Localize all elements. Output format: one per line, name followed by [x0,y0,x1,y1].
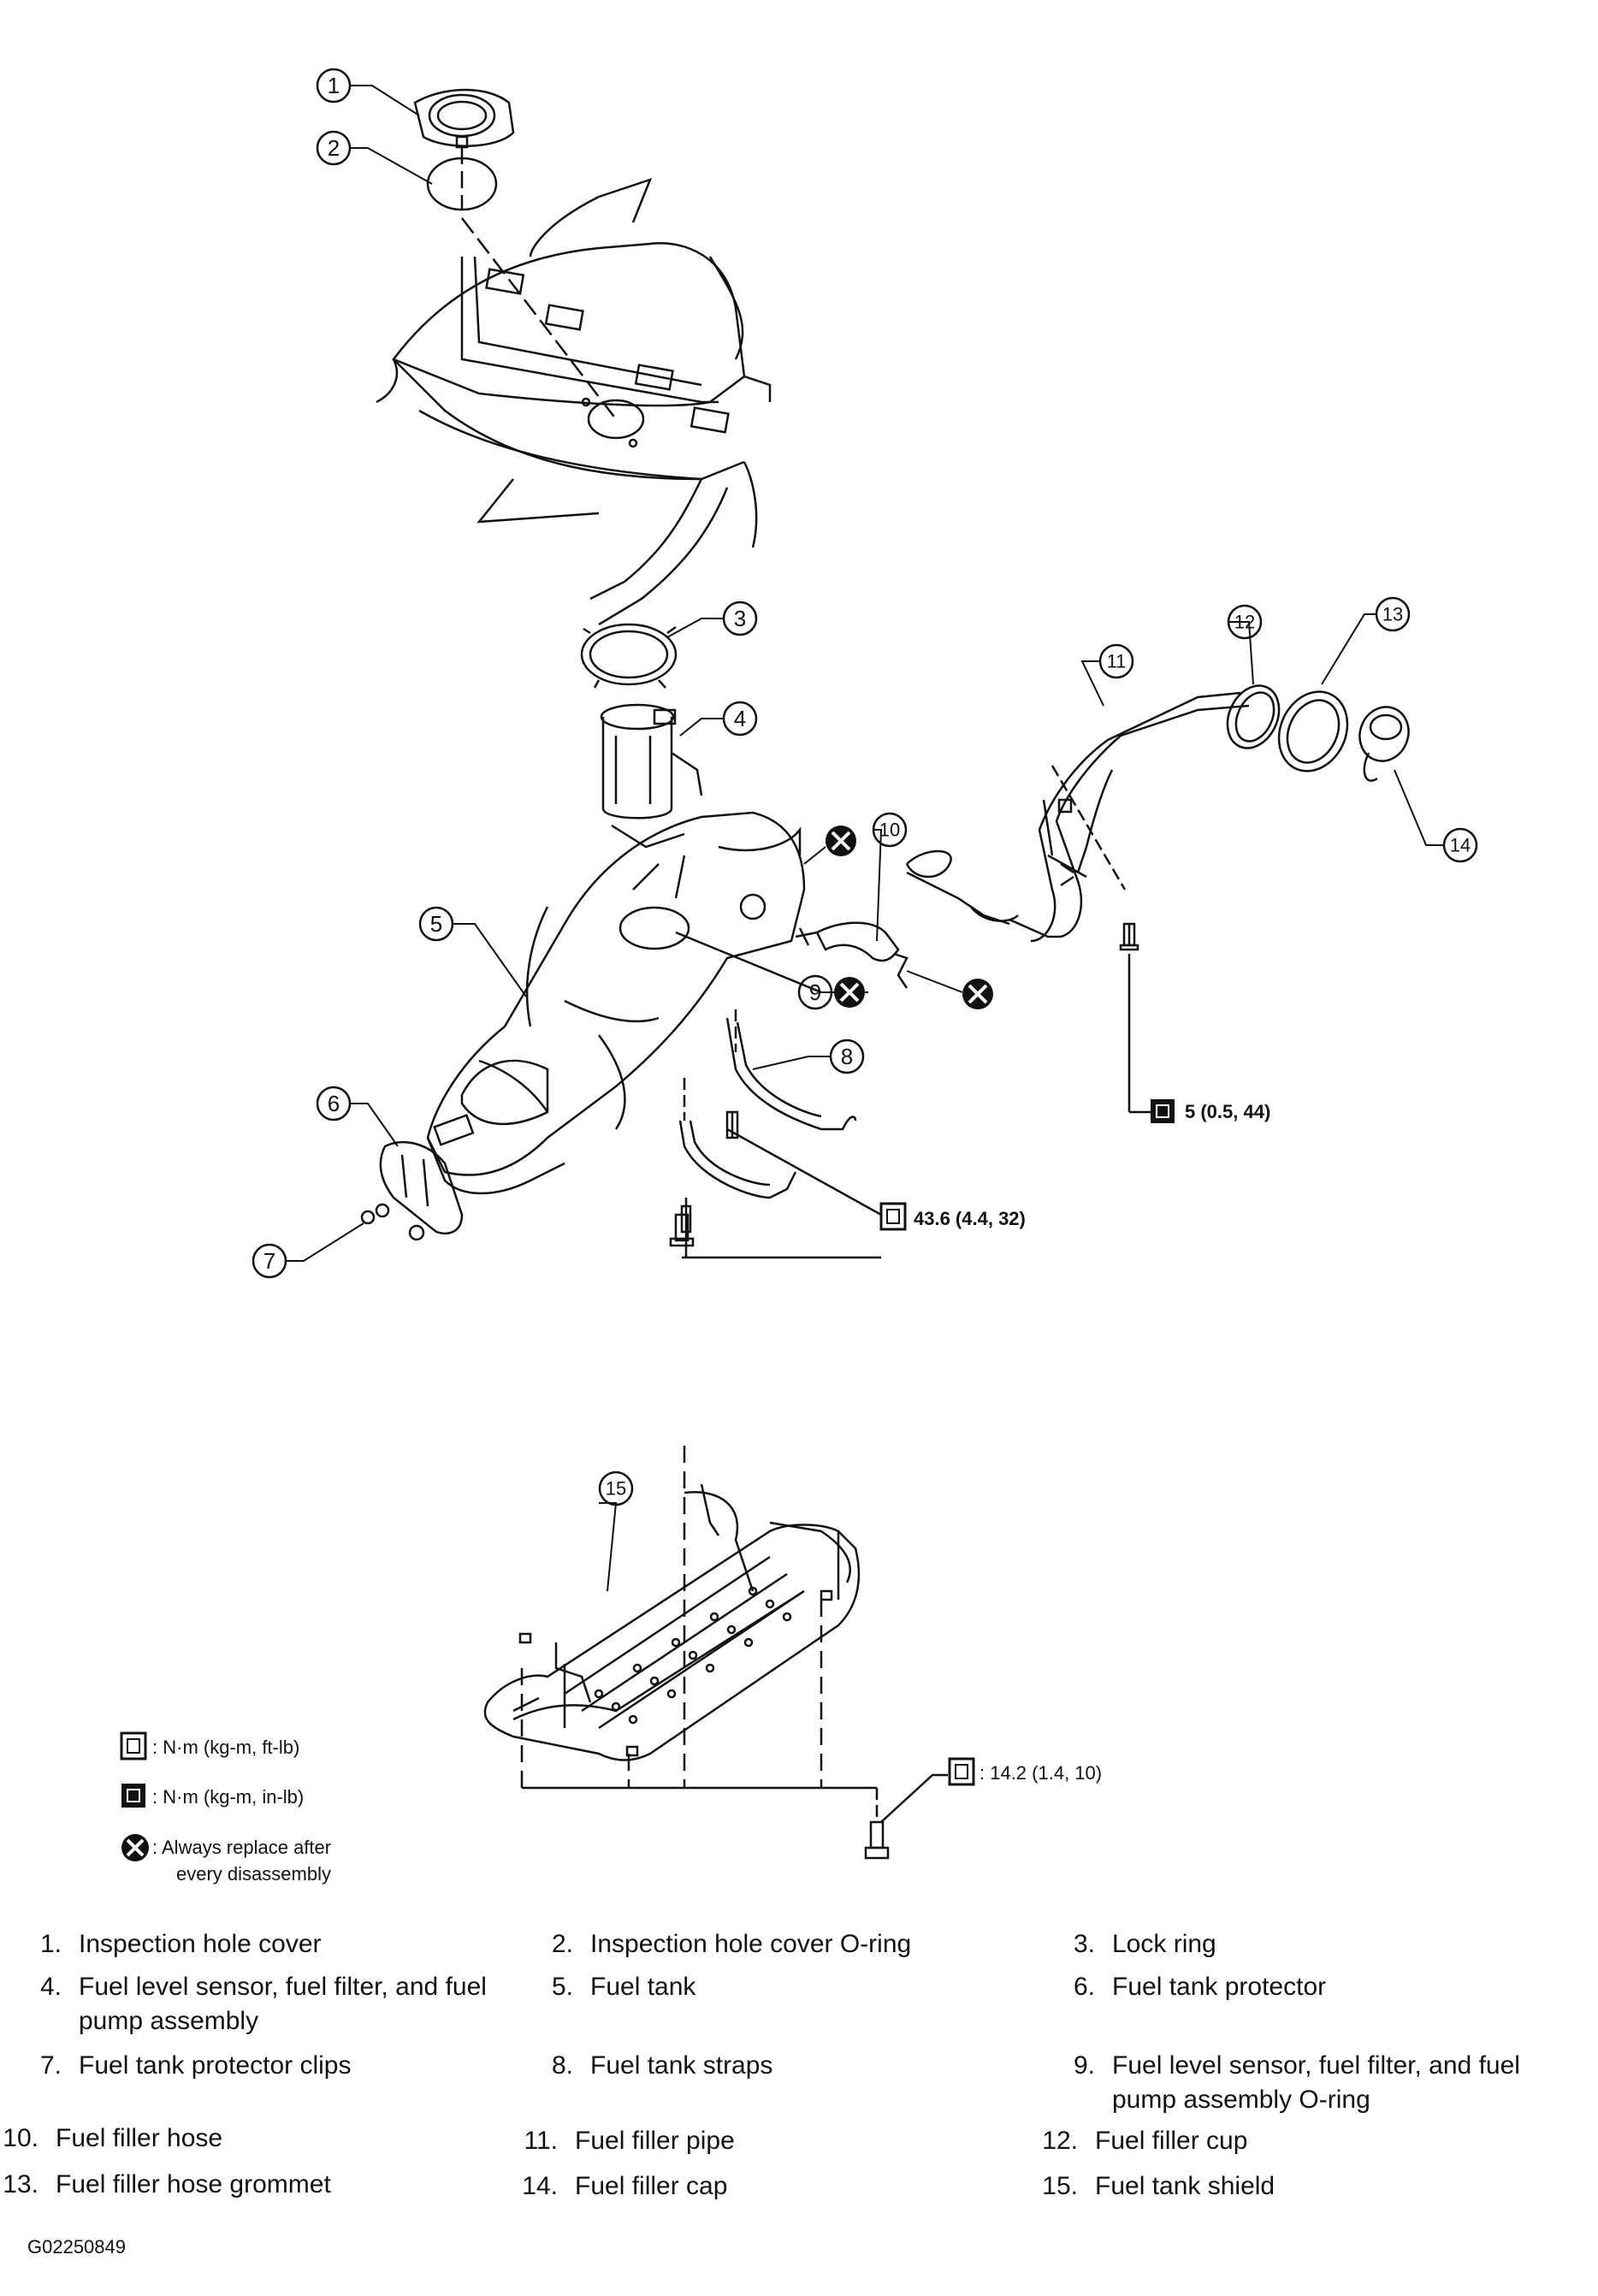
fuel-tank-protector-clips [362,1204,423,1240]
callout-1-label: 1 [328,73,340,98]
callout-13 [1376,598,1409,630]
legend-inlb: : N·m (kg-m, in-lb) [121,1784,304,1808]
torque-ftlb-icon [121,1733,145,1759]
legend: : N·m (kg-m, ft-lb) : N·m (kg-m, in-lb) … [121,1733,331,1885]
o-ring-9 [676,932,821,992]
callout-11-label: 11 [1107,651,1127,672]
callout-3-label: 3 [734,606,746,631]
torque-shield-bolt-value: : 14.2 (1.4, 10) [980,1762,1102,1784]
callout-12 [1228,606,1261,638]
replace-icon [834,977,865,1008]
torque-filler-bolt-value: 5 (0.5, 44) [1185,1101,1270,1122]
replace-icon [826,825,856,856]
strap-bolt [671,1129,881,1257]
callout-14-label: 14 [1450,835,1471,856]
fuel-tank-shield [485,1484,859,1760]
breather-hose [907,851,1061,937]
callout-2-label: 2 [328,135,340,161]
callout-12-label: 12 [1234,612,1255,633]
legend-inlb-text: : N·m (kg-m, in-lb) [152,1786,304,1808]
callout-leaders [287,86,1443,1591]
filler-pipe-bolt [1121,924,1151,1112]
callout-circles [253,69,1477,1505]
callout-14 [1444,829,1477,861]
callout-10-label: 10 [879,820,900,841]
replace-icon [962,979,993,1009]
body-floor-drawing [376,180,770,624]
callout-10 [873,814,906,846]
fuel-filler-cap [1352,700,1417,780]
callout-6 [317,1087,350,1120]
callout-2 [317,132,350,164]
callout-1 [317,69,350,102]
fuel-filler-hose [796,923,907,988]
callout-13-label: 13 [1382,604,1403,625]
torque-ftlb-icon [881,1204,905,1229]
fuel-tank [428,813,804,1193]
torque-strap-bolt: 43.6 (4.4, 32) [881,1204,1026,1229]
figure-code: G02250849 [27,2236,126,2258]
shield-dash-lines [522,1446,821,1788]
callout-9 [799,976,832,1009]
torque-filler-bolt: 5 (0.5, 44) [1151,1099,1270,1123]
shield-bolt [522,1775,948,1858]
callout-5 [420,908,453,940]
callout-8 [831,1040,863,1073]
legend-ftlb-text: : N·m (kg-m, ft-lb) [152,1737,299,1758]
lock-ring [582,624,676,688]
fuel-filler-hose-grommet [1266,680,1359,782]
fuel-tank-straps [680,1009,855,1257]
fuel-tank-protector [381,1142,462,1234]
legend-replace-line2: every disassembly [176,1863,331,1885]
callout-15-label: 15 [606,1478,626,1500]
callout-11 [1100,645,1133,678]
fuel-pump-assembly [601,705,701,847]
callout-4 [724,702,756,735]
callout-7 [253,1245,286,1277]
legend-replace: : Always replace after every disassembly [121,1834,331,1885]
callout-4-label: 4 [734,706,746,731]
legend-replace-line1: : Always replace after [152,1837,331,1858]
torque-inlb-icon [121,1784,145,1808]
callout-3 [724,602,756,635]
callout-9-label: 9 [809,979,821,1005]
inspection-hole-cover [415,90,513,147]
torque-inlb-icon [1151,1099,1175,1123]
callout-5-label: 5 [430,911,442,937]
torque-strap-bolt-value: 43.6 (4.4, 32) [914,1208,1026,1229]
fuel-filler-cup [1218,678,1289,757]
callout-8-label: 8 [841,1044,853,1069]
callout-6-label: 6 [328,1091,340,1116]
legend-ftlb: : N·m (kg-m, ft-lb) [121,1733,299,1759]
torque-ftlb-icon [950,1759,974,1784]
callout-15 [600,1472,632,1505]
callout-7-label: 7 [263,1248,275,1274]
torque-shield-bolt: : 14.2 (1.4, 10) [950,1759,1102,1784]
replace-symbols [804,825,993,1009]
fuel-filler-pipe [1031,693,1249,941]
